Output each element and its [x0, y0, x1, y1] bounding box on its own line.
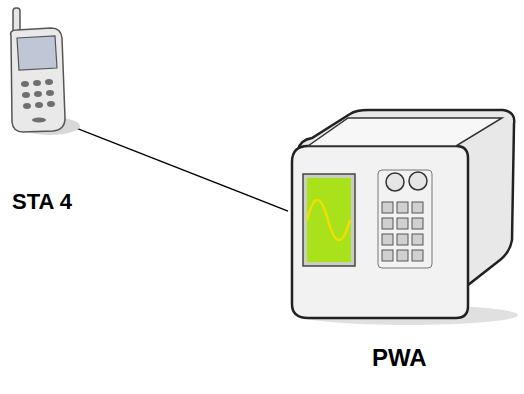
device-label: STA 4 — [12, 189, 72, 215]
phone-station: STA 4 — [5, 8, 75, 138]
phone-icon — [5, 8, 75, 138]
power-analyzer: PWA — [288, 110, 520, 325]
link-line — [75, 128, 288, 211]
device-label: PWA — [372, 344, 427, 372]
analyzer-icon — [288, 110, 520, 325]
